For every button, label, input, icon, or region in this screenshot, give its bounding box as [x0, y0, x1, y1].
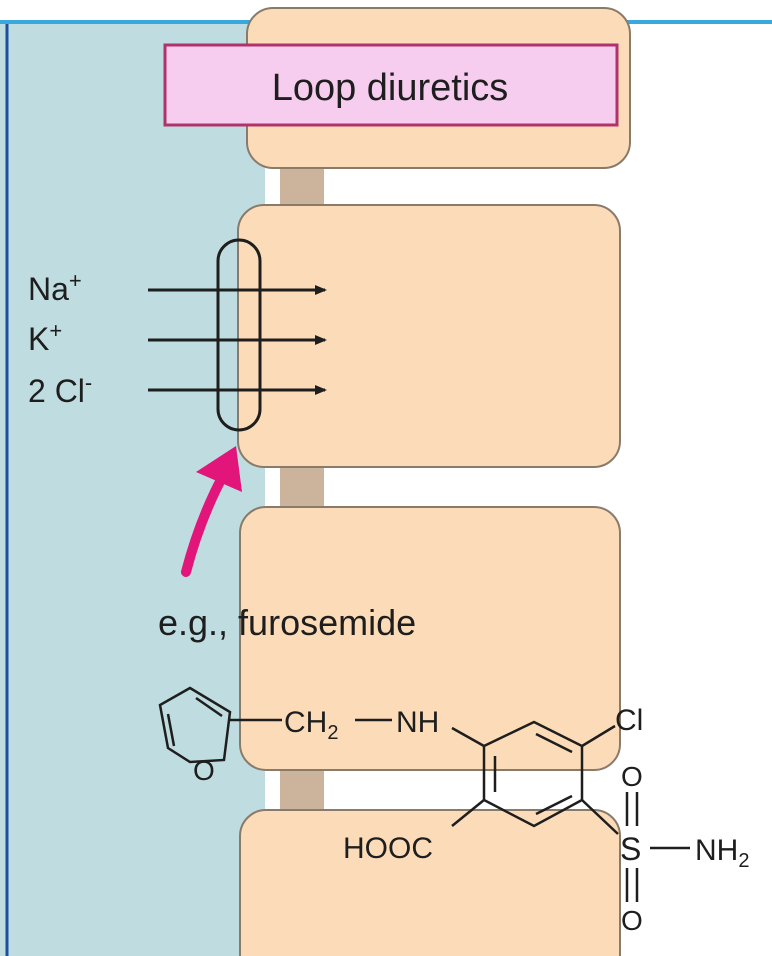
- tight-junction: [280, 465, 324, 509]
- ion-charge: -: [85, 370, 92, 395]
- atom-ch-subscript: 2: [327, 722, 338, 744]
- atom-label-s: S: [620, 831, 641, 867]
- drug-arrowhead: [196, 446, 242, 492]
- ion-label-k: K+: [28, 318, 62, 357]
- tubule-lumen: [0, 22, 265, 956]
- tight-junction: [280, 164, 324, 208]
- atom-label-o-top: O: [621, 761, 643, 792]
- furan-double-bond: [166, 713, 176, 747]
- ion-label-cl: 2 Cl-: [28, 370, 92, 409]
- furosemide-structure: [158, 686, 690, 902]
- atom-label-nh: NH: [396, 706, 439, 739]
- benzene-double-bond: [535, 794, 573, 816]
- atom-label-cl: Cl: [615, 704, 643, 737]
- ion-symbol: Na: [28, 271, 69, 307]
- title-label: Loop diuretics: [272, 67, 509, 109]
- epithelial-cell: [237, 204, 621, 468]
- epithelial-cell: [239, 809, 621, 956]
- nkcc2-cotransporter: [216, 238, 262, 432]
- furan-ring: [158, 686, 232, 764]
- drug-example-label: e.g., furosemide: [158, 602, 416, 643]
- atom-nh-subscript: 2: [738, 850, 749, 872]
- furan-double-bond: [195, 696, 223, 718]
- ion-symbol: K: [28, 321, 49, 357]
- ion-charge: +: [69, 268, 82, 293]
- tight-junction: [280, 768, 324, 812]
- atom-label-o-furan: O: [193, 755, 215, 786]
- bond-ring-s: [581, 799, 619, 835]
- epithelial-cell: [239, 506, 621, 771]
- ion-charge: +: [49, 318, 62, 343]
- ion-symbol: 2 Cl: [28, 373, 85, 409]
- atom-label-o-bottom: O: [621, 905, 643, 936]
- atom-nh: NH: [695, 834, 738, 867]
- atom-ch: CH: [284, 706, 327, 739]
- bond-ring-cooh: [451, 799, 485, 827]
- atom-label-nh2: NH2: [695, 834, 749, 872]
- ion-label-na: Na+: [28, 268, 82, 307]
- title-box: [163, 43, 619, 127]
- benzene-double-bond: [535, 732, 573, 754]
- atom-label-cooh: HOOC: [343, 832, 433, 865]
- atom-label-ch2: CH2: [284, 706, 338, 744]
- bond-nh-ring: [451, 726, 485, 748]
- bond-ring-cl: [581, 724, 616, 748]
